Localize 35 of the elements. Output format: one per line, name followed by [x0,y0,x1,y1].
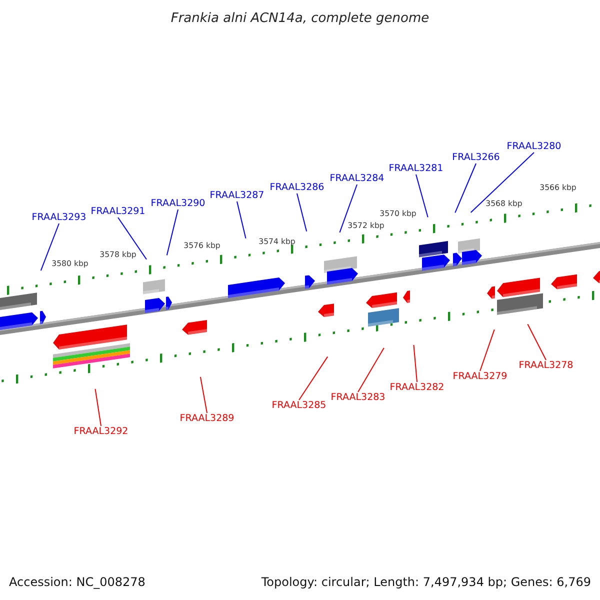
leader-line [454,163,476,214]
gene-label: FRAAL3291 [90,207,146,216]
leader-line [118,217,147,260]
gene-label: FRAAL3293 [32,213,86,222]
gene-label: FRAAL3292 [74,427,128,436]
leader-line [470,152,534,213]
leader-line [296,193,308,232]
gene-label: FRAAL3284 [330,174,384,184]
leader-line [480,329,495,372]
leader-line [298,356,328,400]
diagram-title: Frankia alni ACN14a, complete genome [170,12,430,25]
leader-line [358,347,384,392]
accession-text: Accession: NC_008278 [9,576,146,588]
gene-label: FRAAL3290 [150,199,206,208]
gene-label: FRAAL3283 [330,393,386,402]
gene-label: FRAAL3285 [272,401,326,410]
gene-label: FRAAL3280 [506,142,562,152]
gene-label: FRAAL3286 [270,183,324,192]
leader-line [166,209,178,256]
leader-line [413,344,418,382]
leader-line [40,223,60,272]
gene-label: FRAAL3281 [388,164,444,174]
gene-label: FRAAL3289 [180,414,234,424]
leader-line [200,376,208,414]
gene-label: FRAAL3279 [452,372,508,382]
leader-line [527,324,546,360]
gene-label: FRAAL3282 [390,383,444,392]
gene-label: FRAL3266 [452,153,500,162]
genome-info-text: Topology: circular; Length: 7,497,934 bp; Genes: 6,769 [261,576,591,588]
leader-line [416,174,428,218]
leader-line [94,388,102,426]
gene-label: FRAAL3278 [518,361,574,370]
leader-line [339,184,358,233]
gene-label: FRAAL3287 [210,191,264,200]
leader-line [236,201,246,239]
